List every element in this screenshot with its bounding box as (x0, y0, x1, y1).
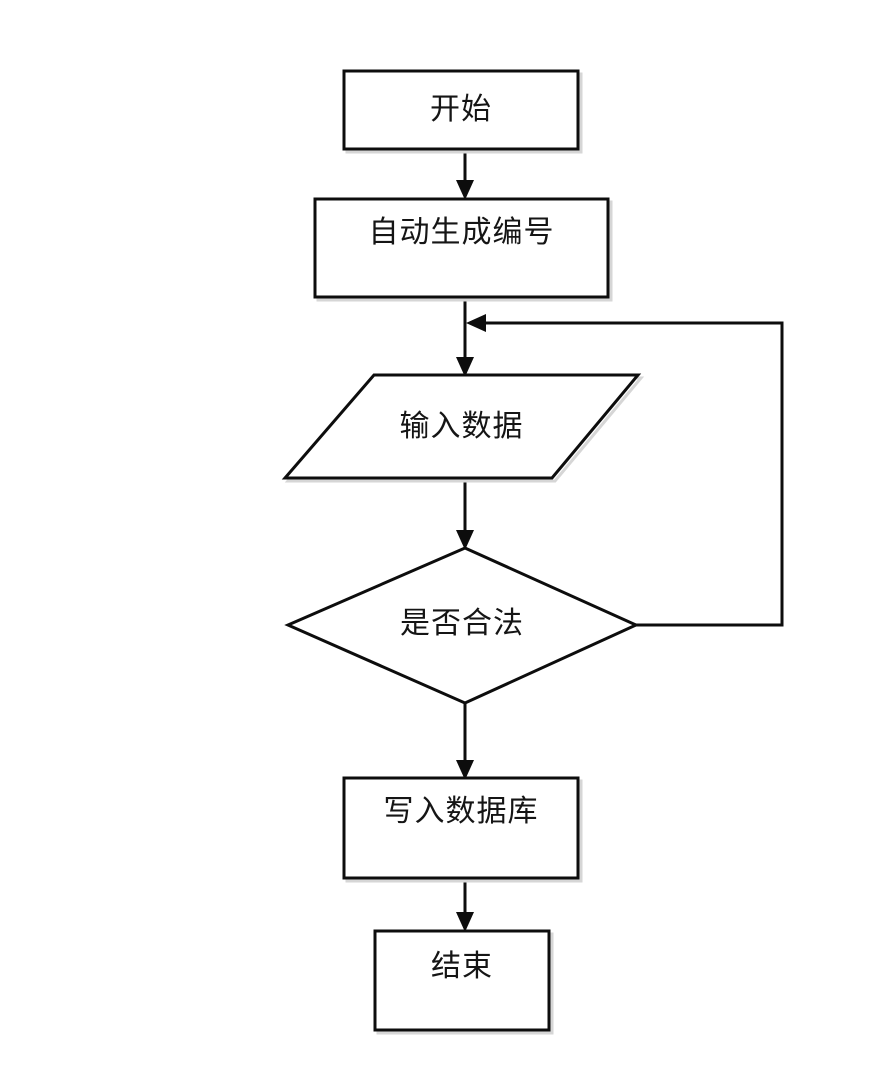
edge-start-to-generate-id (456, 149, 474, 200)
edge-generate-id-to-input-data (456, 297, 474, 377)
edge-input-data-to-validate (456, 478, 474, 550)
node-generate-id-label: 自动生成编号 (368, 216, 555, 249)
node-validate-label: 是否合法 (400, 607, 524, 640)
node-end-label: 结束 (431, 950, 493, 983)
edge-validate-feedback-to-input-data (466, 314, 784, 627)
node-write-db[interactable] (342, 776, 583, 883)
node-start[interactable] (342, 69, 583, 154)
edge-validate-to-write-db (456, 703, 474, 780)
node-write-db-label: 写入数据库 (383, 795, 539, 828)
node-generate-id[interactable] (313, 197, 613, 302)
node-start-label: 开始 (430, 93, 492, 126)
node-input-data[interactable] (281, 373, 645, 483)
node-input-data-label: 输入数据 (399, 410, 524, 443)
node-validate[interactable] (284, 546, 640, 705)
node-end[interactable] (373, 929, 554, 1035)
edge-write-db-to-end (456, 878, 474, 932)
